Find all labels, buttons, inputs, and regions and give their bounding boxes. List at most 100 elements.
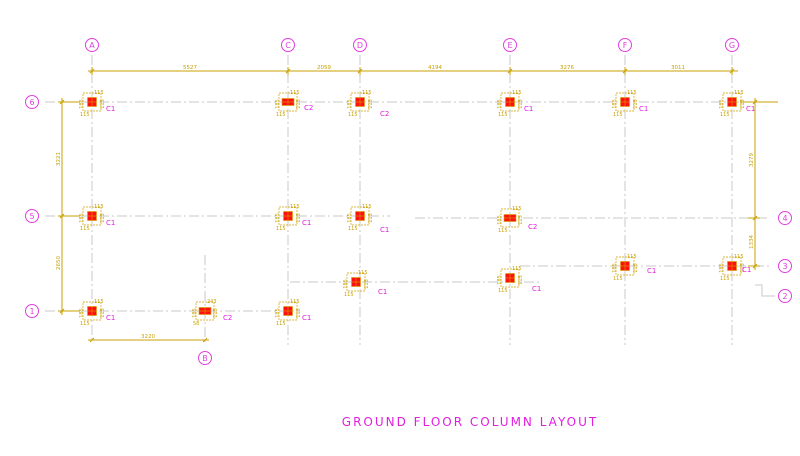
grid-bubble-2-circle [778,289,792,303]
column-size-bottom: 115 [276,226,286,232]
column-size-bottom: 115 [720,276,730,282]
column-size-bottom: 115 [348,226,358,232]
column-size-bottom: 115 [276,112,286,118]
column-size-left: 185 [719,263,725,273]
dim-top-tick [622,68,628,74]
grid-bubble-a-label: A [89,41,95,50]
column-size-top: 115 [362,204,372,210]
column-size-left: 185 [719,99,725,109]
column-size-bottom: 115 [276,321,286,327]
column-size-right: 115 [740,263,746,273]
column-outline [615,256,635,276]
grid-bubble-3-label: 3 [782,262,787,271]
column-size-top: 115 [512,266,522,272]
column-outline [195,301,215,321]
column-size-left: 185 [347,99,353,109]
column-outline [350,206,370,226]
column-size-bottom: 115 [80,112,90,118]
column-size-left: 185 [343,279,349,289]
column-mark: C2 [223,314,232,322]
column-mark: C1 [302,314,311,322]
column-mark: C1 [380,226,389,234]
dim-top-label: 5527 [183,65,197,71]
grid-bubble-1-label: 1 [29,307,34,316]
column-size-left: 185 [275,213,281,223]
grid-bubble-d-circle [353,38,367,52]
column-mark: C1 [742,266,751,274]
column-size-right: 115 [213,308,219,318]
column-outline [346,272,366,292]
column-size-bottom: 115 [344,292,354,298]
column-size-left: 185 [497,275,503,285]
dim-bottom-label: 3220 [141,334,155,340]
column-size-left: 185 [79,308,85,318]
column-size-left: 185 [192,308,198,318]
dim-left-tick [59,213,65,219]
column-size-top: 115 [362,90,372,96]
grid-bubble-e-circle [503,38,517,52]
column-size-left: 185 [612,263,618,273]
column-size-right: 115 [296,213,302,223]
grid-bubble-6-label: 6 [29,98,34,107]
dim-top-label: 3011 [671,65,685,71]
column-outline [82,206,102,226]
column-size-top: 243 [207,299,217,305]
column-size-top: 115 [290,204,300,210]
column-size-left: 185 [497,99,503,109]
dim-right-tick [752,99,758,105]
column-size-bottom: 115 [498,288,508,294]
grid-bubble-4-circle [778,211,792,225]
column-size-bottom: 115 [720,112,730,118]
dim-left-label: 3221 [56,152,62,166]
grid-bubble-f-circle [618,38,632,52]
column-mark: C2 [304,104,313,112]
column-size-top: 115 [734,254,744,260]
column-size-top: 115 [734,90,744,96]
column-size-top: 115 [512,90,522,96]
column-size-top: 115 [627,254,637,260]
column-size-left: 185 [347,213,353,223]
column-mark: C1 [106,219,115,227]
column-size-left: 185 [275,308,281,318]
column-size-right: 115 [368,213,374,223]
grid-bubble-4-label: 4 [782,214,787,223]
column-size-top: 115 [512,206,522,212]
dim-right-label: 1334 [749,235,755,249]
grid-bubble-b-label: B [202,354,208,363]
dim-top-tick [89,68,95,74]
dim-top-tick [507,68,513,74]
grid-lines [45,55,775,345]
column-outline [278,92,298,112]
column-outline [500,92,520,112]
column-size-top: 115 [358,270,368,276]
column-size-bottom: 115 [498,228,508,234]
column-size-left: 185 [275,99,281,109]
column-size-right: 115 [296,99,302,109]
column-size-bottom: 115 [348,112,358,118]
column-size-right: 115 [518,215,524,225]
column-mark: C1 [746,105,755,113]
column-outline [278,206,298,226]
dim-top-tick [357,68,363,74]
column-mark: C1 [639,105,648,113]
grid-line-2 [755,284,775,297]
column-size-bottom: 115 [613,276,623,282]
dim-top-tick [729,68,735,74]
dim-bottom-tick [89,337,95,343]
dim-right-tick [752,263,758,269]
grid-bubble-c-label: C [285,41,291,50]
column-size-right: 115 [364,279,370,289]
column-outline [82,92,102,112]
column-size-left: 185 [612,99,618,109]
